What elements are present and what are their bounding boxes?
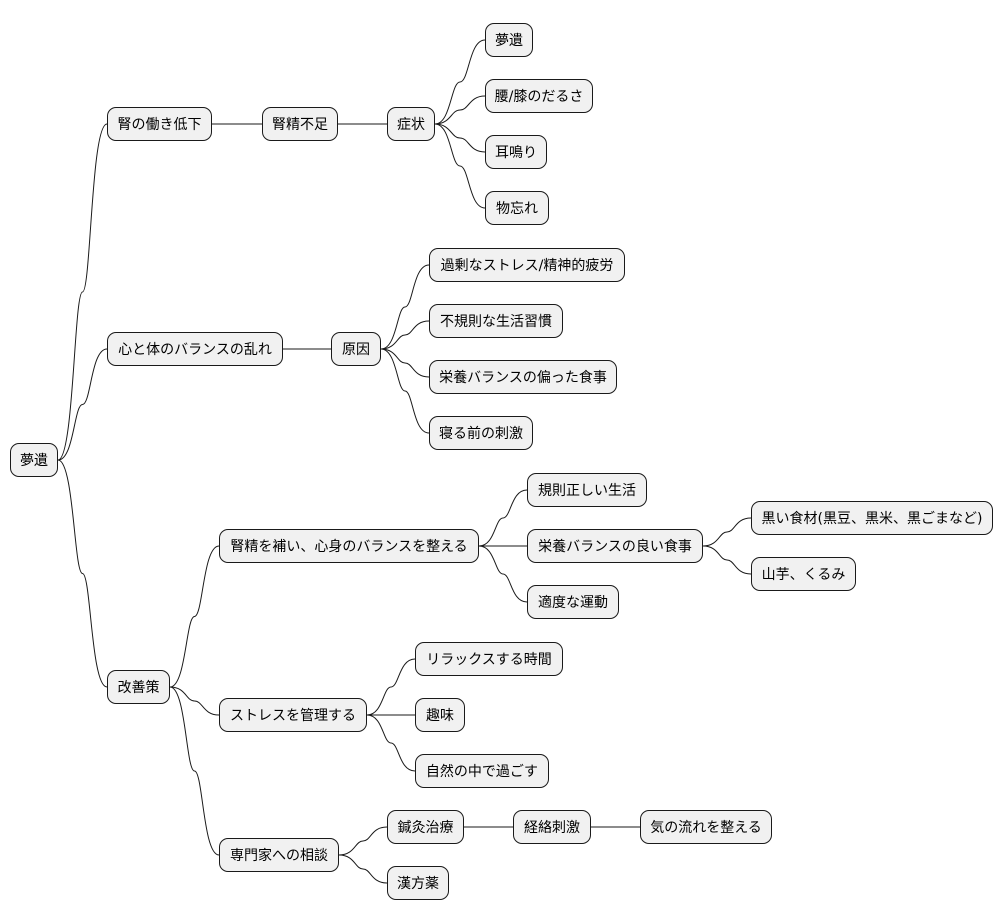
branch-mind-body-imbalance: 心と体のバランスの乱れ [107, 332, 283, 366]
leaf-food: 黒い食材(黒豆、黒米、黒ごまなど) [751, 501, 993, 535]
connector-line [338, 826, 388, 856]
leaf-exercise: 適度な運動 [527, 585, 619, 619]
leaf-stress-item: リラックスする時間 [415, 642, 563, 676]
connector-line [478, 545, 528, 603]
leaf-cause: 栄養バランスの偏った食事 [429, 360, 617, 394]
node-cause: 原因 [331, 332, 381, 366]
root-node: 夢遺 [10, 443, 58, 477]
leaf-qi-flow: 気の流れを整える [640, 810, 772, 844]
connector-line [380, 320, 430, 350]
node-balanced-diet: 栄養バランスの良い食事 [527, 529, 703, 563]
connector-line [57, 459, 108, 688]
leaf-stress-item: 自然の中で過ごす [415, 754, 549, 788]
connector-line [434, 95, 486, 125]
leaf-cause: 不規則な生活習慣 [429, 304, 563, 338]
connector-line [380, 348, 430, 378]
node-symptoms: 症状 [387, 107, 435, 141]
node-stress-management: ストレスを管理する [219, 698, 367, 732]
connector-line [434, 123, 486, 153]
node-meridian-stimulation: 経絡刺激 [513, 810, 591, 844]
connector-line [169, 545, 220, 688]
node-consult-expert: 専門家への相談 [219, 838, 339, 872]
connector-line [702, 545, 752, 575]
connector-line [366, 658, 416, 716]
node-kidney-essence-deficiency: 腎精不足 [262, 107, 338, 141]
connector-line [338, 854, 388, 884]
leaf-cause: 寝る前の刺激 [429, 416, 533, 450]
branch-kidney-decline: 腎の働き低下 [107, 107, 212, 141]
branch-improvements: 改善策 [107, 670, 170, 704]
leaf-cause: 過剰なストレス/精神的疲労 [429, 248, 625, 282]
leaf-symptom: 腰/膝のだるさ [485, 79, 593, 113]
node-nourish-balance: 腎精を補い、心身のバランスを整える [219, 529, 479, 563]
connector-line [57, 123, 108, 461]
connector-line [57, 348, 108, 461]
connector-line [434, 39, 486, 125]
connector-line [478, 489, 528, 547]
leaf-food: 山芋、くるみ [751, 557, 856, 591]
connector-line [169, 686, 220, 856]
connector-line [702, 517, 752, 547]
node-acupuncture: 鍼灸治療 [387, 810, 464, 844]
leaf-regular-life: 規則正しい生活 [527, 473, 647, 507]
leaf-symptom: 物忘れ [485, 191, 549, 225]
leaf-stress-item: 趣味 [415, 698, 465, 732]
connector-line [169, 686, 220, 716]
leaf-symptom: 夢遺 [485, 23, 533, 57]
connector-line [380, 264, 430, 350]
connector-line [380, 348, 430, 434]
connector-line [434, 123, 486, 209]
leaf-symptom: 耳鳴り [485, 135, 547, 169]
connector-line [366, 714, 416, 772]
leaf-kampo: 漢方薬 [387, 866, 449, 900]
